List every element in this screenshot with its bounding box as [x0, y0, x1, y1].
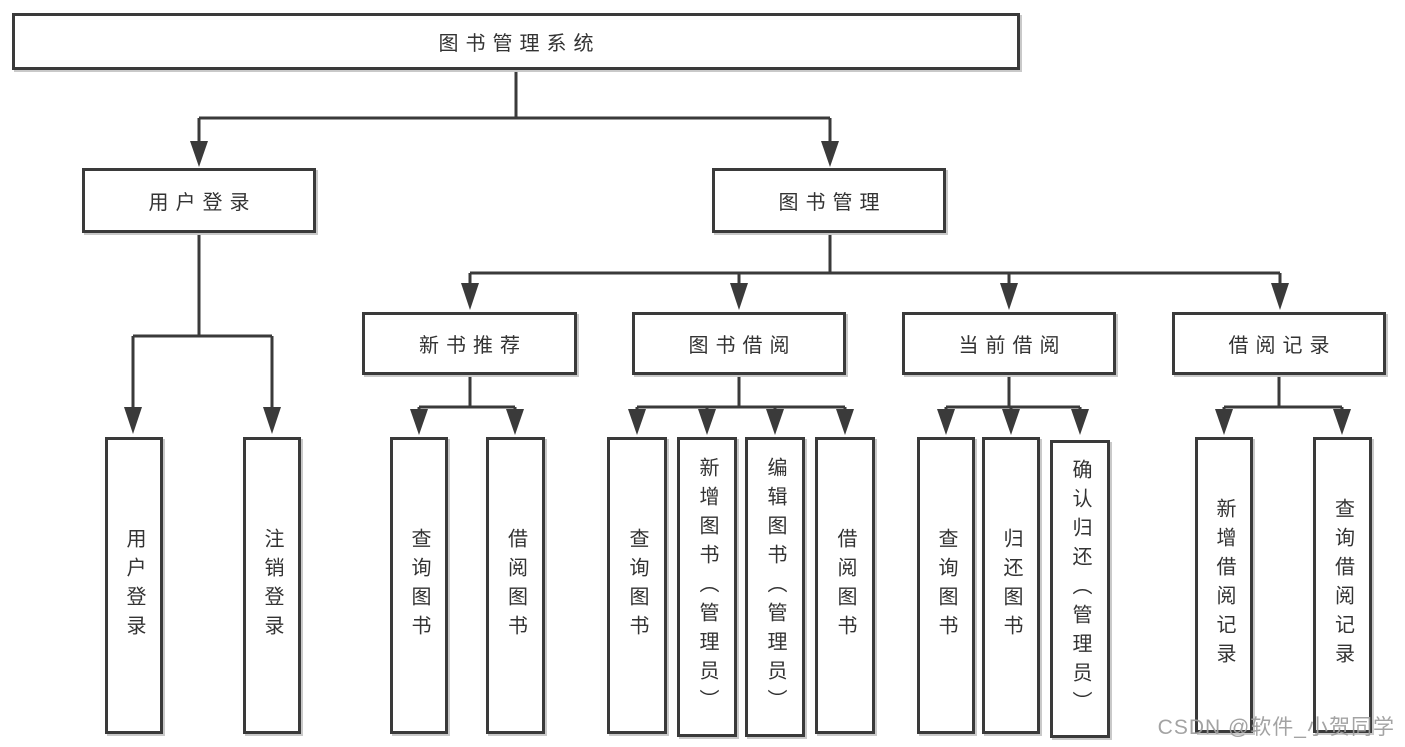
leaf-borrow-query-books: 查询图书: [607, 437, 667, 734]
leaf-newbook-borrow-books: 借阅图书: [486, 437, 545, 734]
leaf-borrow-edit-books-admin: 编辑图书（管理员）: [745, 437, 805, 737]
csdn-watermark: CSDN @软件_小贺同学: [1157, 716, 1395, 739]
node-book-management: 图书管理: [712, 168, 946, 233]
node-current-borrow: 当前借阅: [902, 312, 1116, 375]
leaf-borrow-borrow-books: 借阅图书: [815, 437, 875, 734]
leaf-user-login: 用户登录: [105, 437, 163, 734]
node-borrow-records: 借阅记录: [1172, 312, 1386, 375]
node-book-borrow: 图书借阅: [632, 312, 846, 375]
leaf-newbook-query-books: 查询图书: [390, 437, 448, 734]
leaf-borrow-add-books-admin: 新增图书（管理员）: [677, 437, 737, 737]
arrowheads: [124, 141, 1351, 435]
node-library-system: 图书管理系统: [12, 13, 1020, 70]
node-user-login: 用户登录: [82, 168, 316, 233]
leaf-records-query-record: 查询借阅记录: [1313, 437, 1372, 733]
node-new-book-recommend: 新书推荐: [362, 312, 577, 375]
leaf-current-return-books: 归还图书: [982, 437, 1040, 734]
leaf-current-query-books: 查询图书: [917, 437, 975, 734]
leaf-records-add-record: 新增借阅记录: [1195, 437, 1253, 733]
leaf-logout: 注销登录: [243, 437, 301, 734]
leaf-current-confirm-return-admin: 确认归还（管理员）: [1050, 440, 1110, 738]
